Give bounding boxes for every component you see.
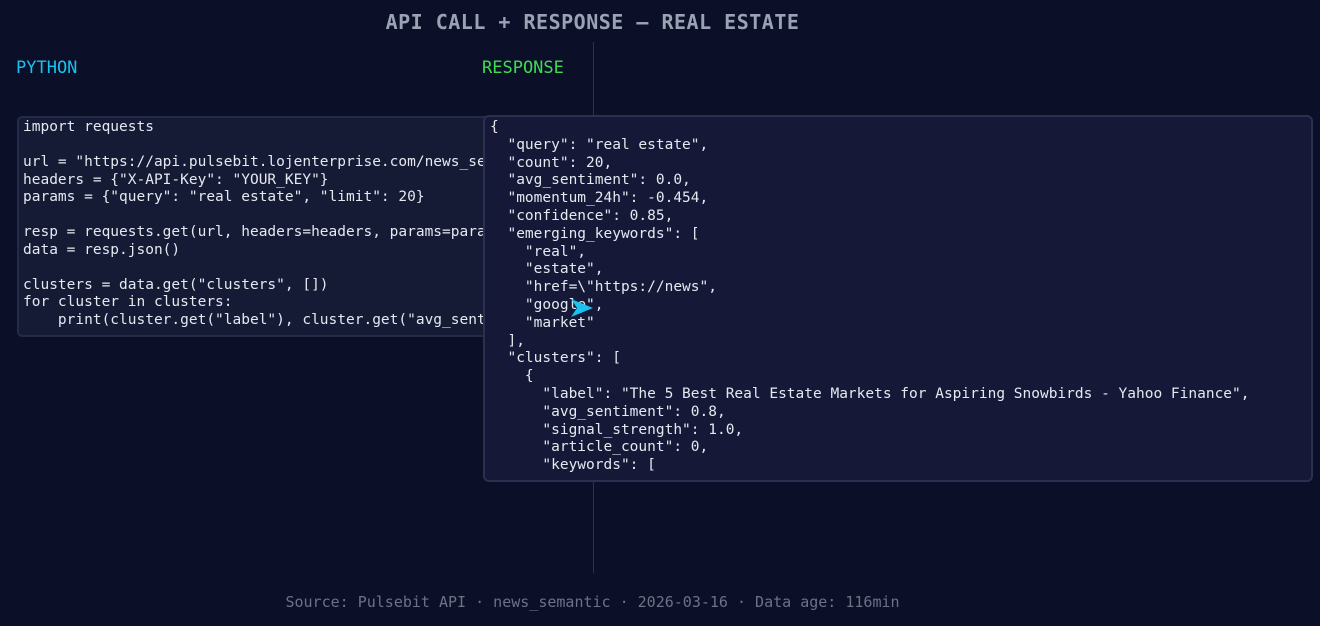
response-label: RESPONSE [482, 58, 564, 78]
source-footer: Source: Pulsebit API · news_semantic · 2… [285, 593, 900, 611]
python-label: PYTHON [16, 58, 78, 78]
page-title: API CALL + RESPONSE — REAL ESTATE [385, 10, 800, 34]
response-json: { "query": "real estate", "count": 20, "… [490, 119, 1250, 474]
arrow-right-icon [571, 299, 593, 317]
python-code: import requests url = "https://api.pulse… [23, 119, 556, 328]
response-panel [483, 115, 1313, 482]
